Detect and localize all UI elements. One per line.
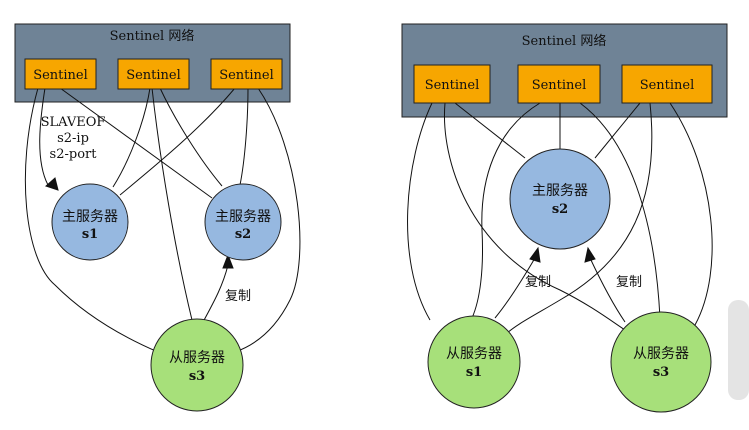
left-master-s2-id: s2 <box>235 227 251 242</box>
right-slave-s1: 从服务器 s1 <box>427 315 521 409</box>
edge-r-sentinel3-slave2 <box>669 102 713 326</box>
right-edges <box>407 102 713 336</box>
edge-sentinel1-master1 <box>39 87 49 186</box>
right-master-s2-id: s2 <box>552 202 568 217</box>
edge-sentinel1-slave <box>24 87 159 353</box>
edge-r-slave2-master-replication <box>589 257 626 323</box>
left-master-s2: 主服务器 s2 <box>204 183 282 261</box>
left-sentinel-1: Sentinel <box>24 58 97 90</box>
left-sentinel-3-label: Sentinel <box>219 68 274 83</box>
left-sentinel-3: Sentinel <box>210 58 283 90</box>
slaveof-label-line2: s2-ip <box>57 131 89 146</box>
right-cluster-title: Sentinel 网络 <box>522 33 607 49</box>
left-sentinel-2: Sentinel <box>117 58 190 90</box>
left-slave-s3-id: s3 <box>189 369 205 384</box>
right-replication-label-right: 复制 <box>616 275 642 290</box>
arrowhead-r-slave1 <box>529 246 541 263</box>
left-slave-s3-title: 从服务器 <box>169 350 225 366</box>
right-sentinel-1-label: Sentinel <box>425 78 480 93</box>
left-master-s2-title: 主服务器 <box>215 209 271 225</box>
left-sentinel-2-label: Sentinel <box>126 68 181 83</box>
edge-sentinel3-slave <box>234 87 301 353</box>
right-slave-s1-title: 从服务器 <box>446 346 502 362</box>
right-slave-s3: 从服务器 s3 <box>610 311 712 413</box>
slaveof-label-line3: s2-port <box>50 147 98 162</box>
right-sentinel-2: Sentinel <box>517 64 601 104</box>
edge-sentinel3-master2 <box>239 87 249 186</box>
right-slave-s3-title: 从服务器 <box>633 346 689 362</box>
right-sentinel-1: Sentinel <box>413 64 491 104</box>
left-cluster-title: Sentinel 网络 <box>110 28 195 44</box>
edge-r-sentinel3-master <box>594 102 641 159</box>
slaveof-label-line1: SLAVEOF <box>41 115 106 130</box>
edge-sentinel2-slave <box>151 87 193 321</box>
edge-sentinel3-master1 <box>119 87 236 196</box>
left-replication-label: 复制 <box>225 289 251 304</box>
arrowhead-master2 <box>222 253 234 269</box>
left-diagram: Sentinel 网络 <box>14 23 301 412</box>
edge-r-sentinel2-slave2 <box>579 102 661 319</box>
page-edge-shadow <box>728 300 749 400</box>
edge-sentinel1-master2 <box>59 87 213 199</box>
right-slave-s3-id: s3 <box>653 365 669 380</box>
left-slave-s3: 从服务器 s3 <box>150 318 244 412</box>
right-sentinel-2-label: Sentinel <box>532 78 587 93</box>
edge-r-sentinel3-slave1 <box>504 102 653 336</box>
right-master-s2: 主服务器 s2 <box>509 148 611 250</box>
arrowhead-master1 <box>45 177 59 191</box>
left-master-s1: 主服务器 s1 <box>51 183 129 261</box>
right-sentinel-3-label: Sentinel <box>640 78 695 93</box>
edge-r-slave1-master-replication <box>494 257 536 319</box>
edge-r-sentinel1-slave1 <box>407 102 433 321</box>
right-master-s2-title: 主服务器 <box>532 183 588 199</box>
right-sentinel-3: Sentinel <box>621 64 713 104</box>
right-diagram: Sentinel 网络 <box>401 23 728 413</box>
edge-slave-master2-replication <box>202 264 229 323</box>
right-replication-label-left: 复制 <box>525 275 551 290</box>
arrowhead-r-slave2 <box>584 246 596 263</box>
edge-r-sentinel1-master <box>454 102 526 159</box>
edge-sentinel2-master2 <box>159 87 223 187</box>
left-edges <box>24 87 301 353</box>
edge-sentinel2-master1 <box>112 87 151 188</box>
left-master-s1-title: 主服务器 <box>62 209 118 225</box>
left-master-s1-id: s1 <box>82 227 98 242</box>
right-slave-s1-id: s1 <box>466 365 482 380</box>
edge-r-sentinel1-slave2 <box>443 102 626 331</box>
left-sentinel-1-label: Sentinel <box>33 68 88 83</box>
edge-r-sentinel2-slave1 <box>471 102 541 319</box>
